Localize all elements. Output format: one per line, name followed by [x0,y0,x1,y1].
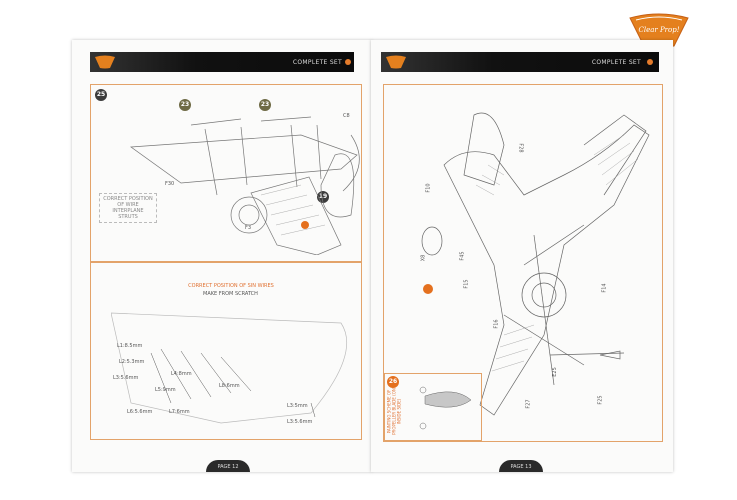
mini-logo-icon [95,55,115,69]
left-bottom-frame: CORRECT POSITION OF SIN WIRES MAKE FROM … [90,262,362,440]
part-f15: F15 [463,279,470,289]
wire-label-6: L6:5.6mm [127,409,153,415]
part-f45: F45 [459,251,466,261]
part-x8: X8 [420,254,427,262]
part-e25: E25 [551,367,558,377]
wire-label-8: L8:6mm [219,383,240,389]
logo-text: Clear Prop! [638,26,679,34]
left-page: COMPLETE SET 25 23 23 19 C8 F30 F3 CORRE… [72,40,372,472]
sin-wires-subtitle: MAKE FROM SCRATCH [203,291,258,297]
biplane-assembly-drawing [421,112,650,416]
step-number: 25 [95,89,107,101]
right-page: COMPLETE SET F28 F10 [371,40,673,472]
wire-label-1: L1:8.5mm [117,343,143,349]
part-c8: C8 [343,113,350,119]
side-step-number: 26 [387,376,399,388]
left-top-frame: 25 23 23 19 C8 F30 F3 CORRECT POSITION O… [90,84,362,262]
left-page-number: PAGE 12 [206,460,250,472]
propeller-blade-drawing [419,386,472,430]
left-header-band: COMPLETE SET [90,52,354,72]
wire-label-4: L4:8mm [171,371,192,377]
part-f16: F16 [493,319,500,329]
side-note: PAINTING SCHEME OF PROPELLER BLADE (ON I… [386,388,402,435]
part-f27: F27 [525,399,532,409]
wire-label-10: L3:5.6mm [287,419,313,425]
right-header-dot [647,59,653,65]
right-header-title: COMPLETE SET [591,59,641,66]
substep-a: 23 [179,99,191,111]
note-box-text: CORRECT POSITION OF WIRE INTERPLANE STRU… [103,196,153,220]
mini-logo-icon [386,55,406,69]
part-f14: F14 [601,283,608,293]
wire-label-3: L3:5.6mm [113,375,139,381]
part-f10: F10 [425,183,432,193]
wire-label-2: L2:5.3mm [119,359,145,365]
biplane-exploded-drawing [130,116,360,255]
part-f3: F3 [245,225,252,231]
fuselage-outline-drawing [111,312,348,424]
left-header-dot [345,59,351,65]
substep-b: 23 [259,99,271,111]
wire-label-5: L5:9mm [155,387,176,393]
left-header-title: COMPLETE SET [292,59,342,66]
part-f28: F28 [517,143,524,153]
part-f25: F25 [597,395,604,405]
wire-label-9: L3:5mm [287,403,308,409]
right-header-band: COMPLETE SET [381,52,659,72]
left-note-box: CORRECT POSITION OF WIRE INTERPLANE STRU… [99,193,157,223]
wire-label-7: L7:6mm [169,409,190,415]
part-f30: F30 [165,181,175,187]
sin-wires-title: CORRECT POSITION OF SIN WIRES [188,283,274,289]
right-page-number: PAGE 13 [499,460,543,472]
propeller-inset: 26 PAINTING SCHEME OF PROPELLER BLADE (O… [384,373,482,441]
right-main-frame: F28 F10 X8 F45 F15 F16 F14 E25 F27 F25 2… [383,84,663,442]
